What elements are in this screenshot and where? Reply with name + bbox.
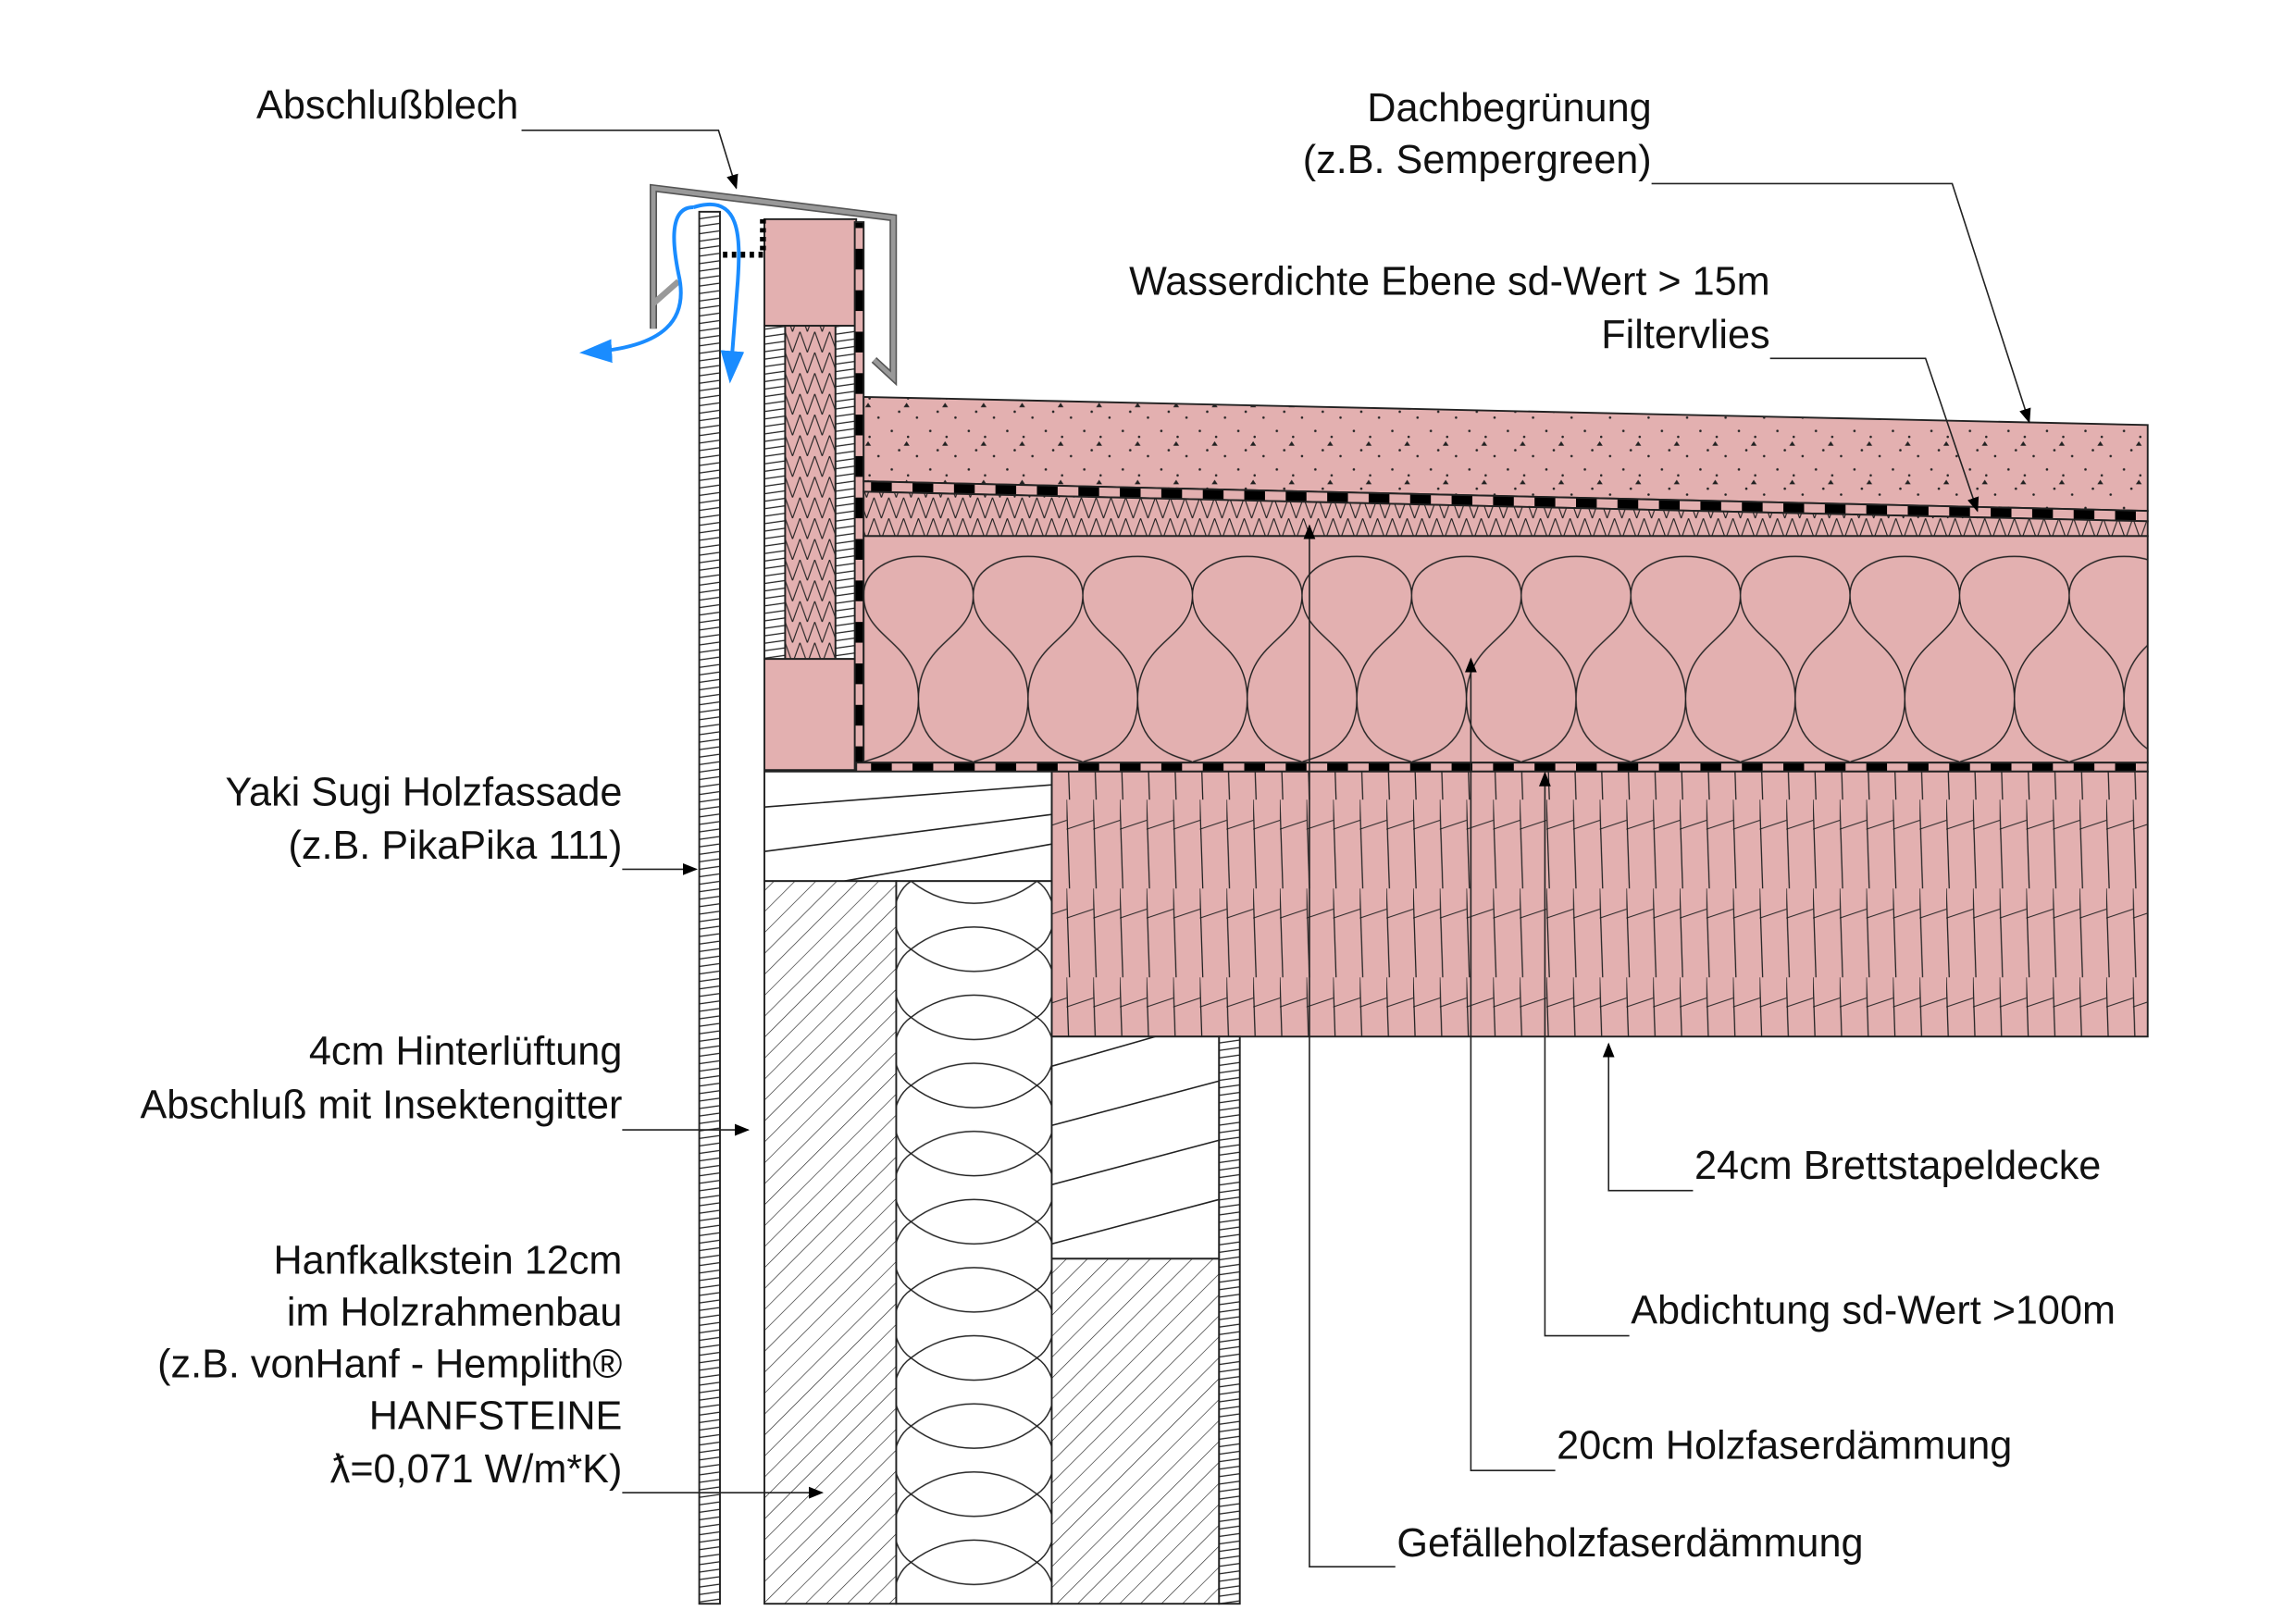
sealing-membrane xyxy=(855,762,2149,773)
wall-insulation xyxy=(895,880,1053,1605)
label-flashing: Abschlußblech xyxy=(256,83,518,128)
label-ventilation: 4cm Hinterlüftung xyxy=(309,1030,622,1074)
label-green-roof: Dachbegrünung xyxy=(1367,86,1651,130)
label-sealing: Abdichtung sd-Wert >100m xyxy=(1631,1289,2116,1333)
wood-fiber-insulation xyxy=(863,535,2149,764)
label-facade: Yaki Sugi Holzfassade xyxy=(225,771,622,815)
inner-wall-hatched xyxy=(1050,1258,1221,1605)
brettstapel-deck xyxy=(1050,770,2149,1038)
label-filter: Filtervlies xyxy=(1601,313,1769,357)
parapet-bottom-beam xyxy=(763,658,858,772)
label-wall-3: (z.B. vonHanf - Hemplith® xyxy=(157,1342,622,1386)
airflow-arrow-out xyxy=(578,205,694,364)
insect-screen xyxy=(723,218,766,258)
label-taper: Gefälleholzfaserdämmung xyxy=(1396,1521,1863,1566)
parapet-stud-left xyxy=(763,325,787,661)
label-wall-2: im Holzrahmenbau xyxy=(287,1290,622,1334)
hemp-lime-wall xyxy=(763,880,898,1605)
facade-board xyxy=(698,210,721,1605)
label-deck: 24cm Brettstapeldecke xyxy=(1694,1144,2101,1188)
inner-board xyxy=(1218,1035,1241,1605)
label-facade-example: (z.B. PikaPika 111) xyxy=(289,824,623,868)
label-wall-5: ƛ=0,071 W/m*K) xyxy=(330,1447,623,1492)
parapet-membrane xyxy=(853,221,865,772)
label-wall-1: Hanfkalkstein 12cm xyxy=(274,1238,623,1282)
label-ventilation-screen: Abschluß mit Insektengitter xyxy=(140,1083,622,1127)
ring-beam xyxy=(763,770,1053,883)
label-wall-4: HANFSTEINE xyxy=(369,1394,623,1438)
parapet-top-beam xyxy=(763,217,858,328)
label-green-roof-example: (z.B. Sempergreen) xyxy=(1303,138,1652,182)
parapet-stud-right xyxy=(834,325,858,661)
label-waterproof: Wasserdichte Ebene sd-Wert > 15m xyxy=(1129,259,1770,304)
airflow-arrow-down xyxy=(692,202,745,384)
parapet-insulation xyxy=(784,325,837,661)
label-insulation: 20cm Holzfaserdämmung xyxy=(1557,1423,2012,1468)
